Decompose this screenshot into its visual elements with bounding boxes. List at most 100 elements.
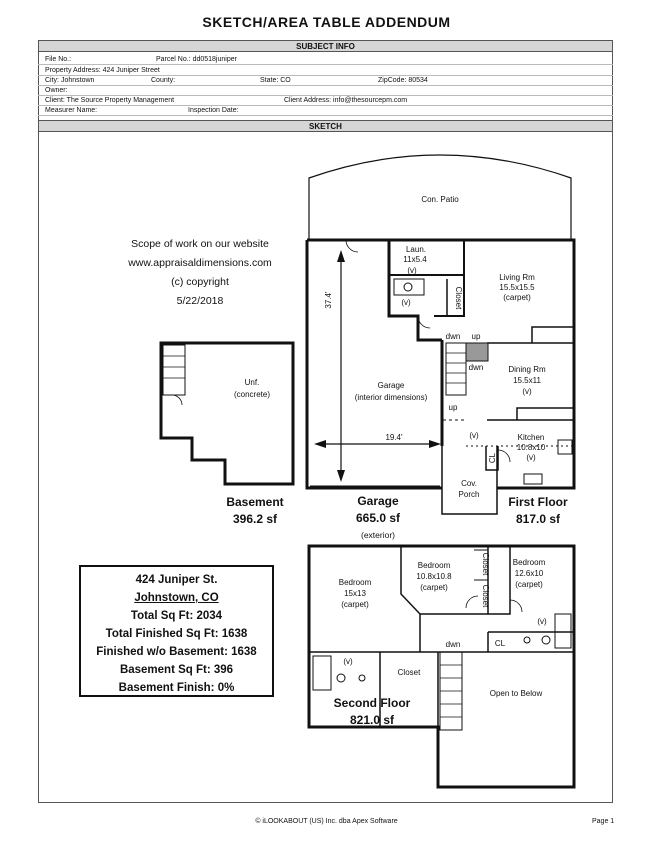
bedroom2-label: Bedroom bbox=[418, 561, 451, 570]
kitchen-label: Kitchen bbox=[518, 433, 545, 442]
porch-outline bbox=[441, 446, 498, 515]
living-dim: 15.5x15.5 bbox=[499, 283, 535, 292]
owner-row: Owner: bbox=[38, 86, 613, 96]
footer-page-number: Page 1 bbox=[592, 818, 615, 825]
dining-dim: 15.5x11 bbox=[513, 376, 541, 385]
scope-line: (c) copyright bbox=[171, 276, 229, 288]
closet-walls bbox=[474, 549, 489, 612]
summary-basement-finish: Basement Finish: 0% bbox=[118, 682, 235, 694]
scope-of-work-note: Scope of work on our website www.apprais… bbox=[100, 235, 300, 311]
basement-stairs bbox=[162, 344, 186, 396]
unf-label: Unf. bbox=[245, 378, 260, 387]
summary-finished-wo-basement: Finished w/o Basement: 1638 bbox=[96, 646, 257, 658]
living-dining-divider bbox=[487, 326, 575, 344]
garage-area: 665.0 sf bbox=[355, 511, 401, 525]
patio-label: Con. Patio bbox=[421, 195, 459, 204]
second-floor-label: Second Floor 821.0 sf bbox=[322, 695, 422, 729]
client-address-value: info@thesourcepm.com bbox=[333, 97, 408, 104]
garage-width-label: 19.4' bbox=[385, 433, 403, 442]
dining-label: Dining Rm bbox=[508, 365, 546, 374]
dwn-label: dwn bbox=[446, 332, 461, 341]
dwn-label-3: dwn bbox=[446, 640, 461, 649]
summary-city: Johnstown, CO bbox=[134, 592, 219, 604]
cl-label-2: CL bbox=[495, 639, 506, 648]
garage-floor-label: Garage 665.0 sf (exterior) bbox=[335, 493, 421, 544]
living-carpet: (carpet) bbox=[503, 293, 531, 302]
scope-line: Scope of work on our website bbox=[131, 238, 269, 250]
laundry-v: (v) bbox=[407, 266, 417, 275]
garage-name: Garage bbox=[357, 494, 399, 508]
kitchen-closet bbox=[485, 446, 499, 471]
bedroom1-carpet: (carpet) bbox=[341, 600, 369, 609]
dining-v: (v) bbox=[522, 387, 532, 396]
bath-v: (v) bbox=[537, 617, 547, 626]
laundry-appliance bbox=[393, 278, 425, 296]
basement-area: 396.2 sf bbox=[232, 512, 278, 526]
bedroom3-dim: 12.6x10 bbox=[515, 569, 544, 578]
summary-total: Total Sq Ft: 2034 bbox=[130, 610, 223, 622]
sink-icon bbox=[523, 473, 543, 485]
bath-v2: (v) bbox=[343, 657, 353, 666]
city-label: City: bbox=[45, 77, 59, 84]
porch-label-2: Porch bbox=[459, 490, 480, 499]
laundry-v2: (v) bbox=[401, 298, 411, 307]
patio-outline bbox=[308, 154, 572, 240]
garage-label: Garage bbox=[378, 381, 405, 390]
living-label: Living Rm bbox=[499, 273, 535, 282]
open-to-below-label: Open to Below bbox=[490, 689, 543, 698]
closet-label-a: Closet bbox=[481, 553, 490, 576]
client-field: Client: The Source Property Management bbox=[45, 96, 174, 106]
basement-name: Basement bbox=[226, 495, 284, 509]
zip-label: ZipCode: bbox=[378, 77, 407, 84]
bedroom1-label: Bedroom bbox=[339, 578, 372, 587]
parcel-value: dd0518juniper bbox=[192, 56, 237, 63]
scope-line: www.appraisaldimensions.com bbox=[128, 257, 272, 269]
bath-walls bbox=[309, 631, 574, 727]
parcel-label: Parcel No.: bbox=[156, 56, 191, 63]
bedroom2-carpet: (carpet) bbox=[420, 583, 448, 592]
laundry-label: Laun. bbox=[406, 245, 426, 254]
address-value: 424 Juniper Street bbox=[102, 67, 160, 74]
bedroom2-dim: 10.8x10.8 bbox=[416, 572, 452, 581]
county-label: County: bbox=[151, 77, 176, 84]
kitchen-v2: (v) bbox=[469, 431, 479, 440]
dwn-label-2: dwn bbox=[469, 363, 484, 372]
garage-depth-label: 37.4' bbox=[324, 291, 333, 309]
stairs bbox=[445, 342, 467, 396]
parcel-field: Parcel No.: dd0518juniper bbox=[156, 55, 237, 65]
file-parcel-row: File No.: Parcel No.: dd0518juniper bbox=[38, 55, 613, 65]
cl-label: CL bbox=[488, 452, 497, 463]
up-label: up bbox=[472, 332, 481, 341]
bedroom3-label: Bedroom bbox=[513, 558, 546, 567]
page-title: SKETCH/AREA TABLE ADDENDUM bbox=[202, 14, 451, 30]
city-field: City: Johnstown bbox=[45, 76, 94, 86]
bedroom3-carpet: (carpet) bbox=[515, 580, 543, 589]
city-row: City: Johnstown County: State: CO ZipCod… bbox=[38, 76, 613, 86]
zip-value: 80534 bbox=[408, 77, 428, 84]
client-label: Client: bbox=[45, 97, 65, 104]
kitchen-v: (v) bbox=[526, 453, 536, 462]
closet-label-b: Closet bbox=[481, 585, 490, 608]
porch-label: Cov. bbox=[461, 479, 477, 488]
stove-icon bbox=[557, 439, 573, 455]
client-value: The Source Property Management bbox=[66, 97, 175, 104]
address-label: Property Address: bbox=[45, 67, 101, 74]
kitchen-walls bbox=[487, 407, 574, 421]
scope-line: 5/22/2018 bbox=[176, 295, 224, 307]
address-field: Property Address: 424 Juniper Street bbox=[45, 66, 160, 76]
kitchen-dim: 10.8x10 bbox=[517, 443, 546, 452]
second-floor-outline bbox=[307, 544, 576, 789]
door-arc bbox=[345, 239, 359, 253]
basement-floor-label: Basement 396.2 sf bbox=[212, 494, 298, 528]
city-value: Johnstown bbox=[60, 77, 95, 84]
first-floor-outline bbox=[307, 238, 576, 490]
file-no-label: File No.: bbox=[45, 56, 72, 63]
first-floor-name: First Floor bbox=[508, 495, 568, 509]
zip-field: ZipCode: 80534 bbox=[378, 76, 428, 86]
owner-label: Owner: bbox=[45, 87, 68, 94]
bedroom1-dim: 15x13 bbox=[344, 589, 366, 598]
garage-note: (interior dimensions) bbox=[355, 393, 428, 402]
second-floor-name: Second Floor bbox=[333, 696, 411, 710]
laundry-walls bbox=[389, 240, 465, 317]
